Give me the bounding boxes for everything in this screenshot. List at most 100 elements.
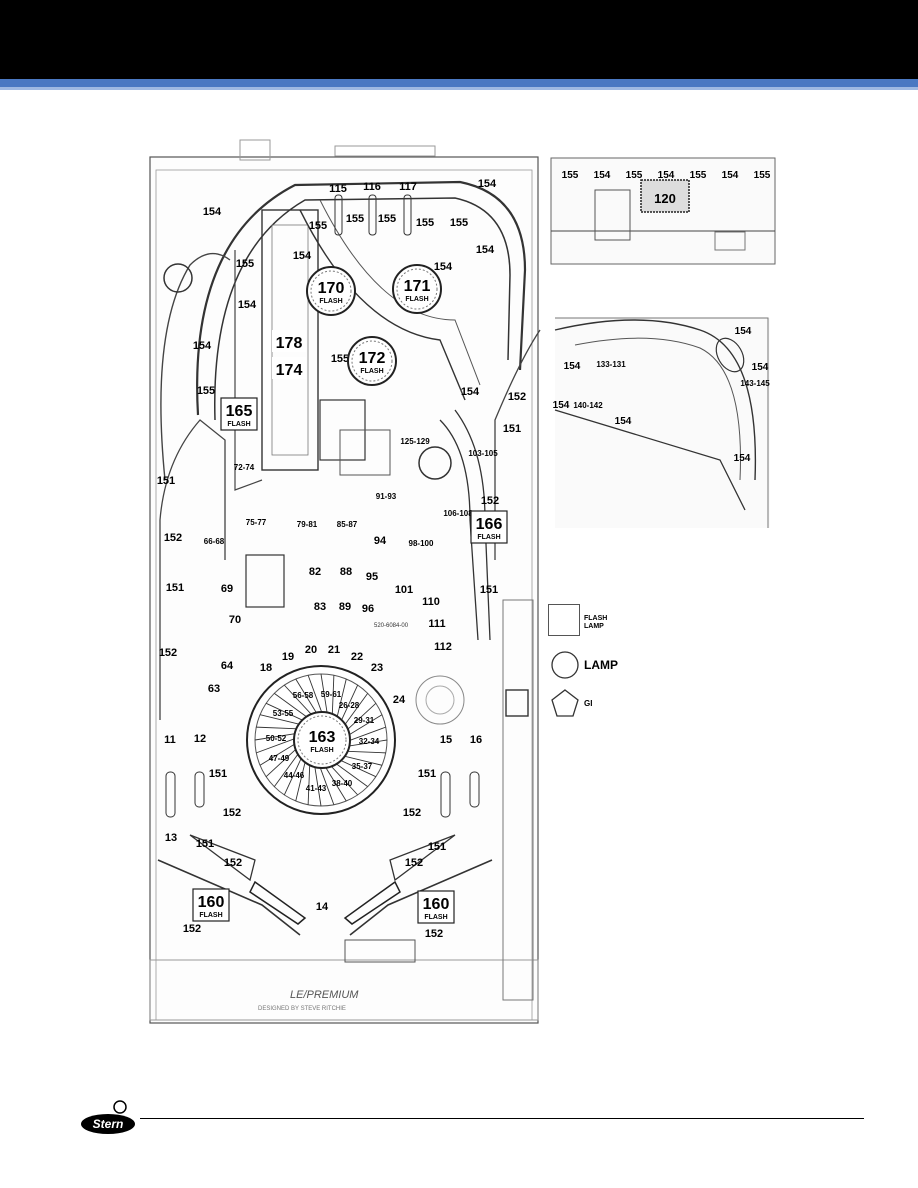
lamp-number: 38-40 [332,779,353,788]
inset-top-mech [594,189,631,241]
inset-right-lamp: 154 [615,416,632,427]
lamp-label: 20 [305,644,317,656]
lamp-number: 26-28 [339,701,360,710]
wheel-spoke [284,684,313,716]
drain-outline [344,939,416,963]
lamp-label: 16 [470,734,482,746]
lamp-label: 154 [461,386,480,398]
lamp-label: 155 [197,385,215,397]
lamp-number: 151 [428,841,446,853]
left-inlane-guide [165,771,176,818]
flash-box-number: 166 [476,516,503,533]
lamp-label: 56-58 [293,691,314,700]
lamp-label: 32-34 [359,737,380,746]
wheel-spoke [256,726,298,730]
lamp-label: 29-31 [354,716,375,725]
wheel-spoke [345,703,377,732]
lamp-number: 72-74 [234,463,255,472]
flash-box-number: 165 [226,403,253,420]
flash-word: FLASH [227,421,250,428]
upper-lane-2 [368,194,377,236]
lamp-label: 69 [221,583,233,595]
flash-box-frame [470,510,508,544]
lamp-number: 116 [363,181,381,193]
wheel-spoke [331,675,335,717]
inset-right-ramp-2 [574,337,741,481]
lamp-label: 12 [194,733,206,745]
left-bumper [163,263,193,293]
lamp-label: 44-46 [284,771,305,780]
inset-right-lamp: 140-142 [573,401,603,410]
lamp-label: 89 [339,601,351,613]
inset-top-center-box [640,179,690,213]
right-bumper [418,446,452,480]
lamp-label: 70 [229,614,241,626]
wheel-spoke [324,765,347,802]
lamp-number: 155 [197,385,215,397]
wheel-spoke [254,733,296,741]
lamp-number: 152 [425,928,443,940]
lamp-label: 151 [157,475,175,487]
lamp-label: 155 [346,213,364,225]
svg-text:Stern: Stern [93,1117,124,1131]
lamp-label: 151 [209,768,227,780]
bottom-apron-text: LE/PREMIUM [290,989,359,1001]
wheel-spoke [329,764,358,796]
header-bar [0,0,918,79]
lamp-number: 154 [478,178,497,190]
lamp-number: 155 [236,258,254,270]
lamp-number: 152 [405,857,423,869]
lamp-number: 19 [282,651,294,663]
lamp-label: 154 [478,178,497,190]
lamp-number: 154 [476,244,495,256]
lamp-label: 154 [434,261,453,273]
lamp-label: 88 [340,566,352,578]
header-accent-bar [0,79,918,87]
lamp-number: 14 [316,901,329,913]
flash-lamp-number: 170 [318,280,345,297]
stern-logo: Stern [81,1100,135,1134]
shooter-lane [502,599,534,1001]
lamp-label: 91-93 [376,492,397,501]
flash-word: FLASH [405,296,428,303]
lamp-label: 98-100 [409,539,434,548]
flash-lamp-inner [310,270,352,312]
lamp-number: 151 [418,768,436,780]
lamp-number: 151 [209,768,227,780]
lamp-number: 50-52 [266,734,287,743]
lamp-label: 14 [316,901,329,913]
right-inlane-guide [440,771,451,818]
lamp-number: 151 [503,423,521,435]
lamp-label: 154 [193,340,212,352]
lamp-label: 95 [366,571,378,583]
lamp-label: 152 [164,532,182,544]
lamp-number: 88 [340,566,352,578]
lamp-number: 23 [371,662,383,674]
lamp-label: 152 [481,495,499,507]
lamp-number: 154 [293,250,312,262]
lamp-number: 47-49 [269,754,290,763]
inset-top-bracket [714,231,746,251]
lamp-label: 154 [203,206,222,218]
lamp-label: 23 [371,662,383,674]
lamp-number: 94 [374,535,387,547]
flash-word: FLASH [199,912,222,919]
lamp-number: 70 [229,614,241,626]
flash-lamp-ring [293,711,351,769]
flash-lamp-ring [392,264,442,314]
lamp-label: 18 [260,662,272,674]
ramp-left [234,250,263,491]
lamp-label: 63 [208,683,220,695]
lamp-number: 18 [260,662,272,674]
lamp-label: 96 [362,603,374,615]
lamp-label: 101 [395,584,413,596]
flash-lamp-ring [347,336,397,386]
lamp-number: 155 [309,220,327,232]
flash-box-number: 160 [198,894,225,911]
lamp-number: 154 [461,386,480,398]
